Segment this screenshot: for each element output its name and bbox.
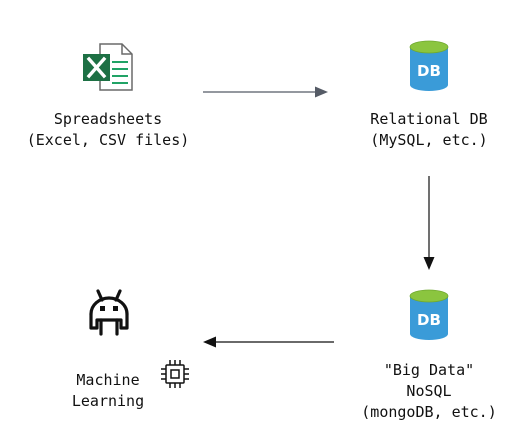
spreadsheets-label-line1: Spreadsheets — [53, 110, 163, 128]
machine-learning-label-line1: Machine — [76, 371, 140, 389]
arrowhead-right — [315, 86, 328, 98]
excel-icon — [83, 43, 133, 91]
spreadsheets-label: Spreadsheets (Excel, CSV files) — [18, 109, 198, 151]
arrowhead-down — [423, 257, 435, 270]
robot-icon — [89, 289, 129, 336]
arrowhead-left — [203, 336, 216, 348]
big-data-label-line3: (mongoDB, etc.) — [361, 403, 497, 421]
spreadsheets-label-line2: (Excel, CSV files) — [26, 131, 190, 149]
database-icon: DB — [409, 289, 449, 340]
database-icon: DB — [409, 40, 449, 91]
big-data-icon-text: DB — [417, 311, 441, 329]
machine-learning-label-line2: Learning — [71, 392, 145, 410]
relational-db-icon-text: DB — [417, 62, 441, 80]
big-data-label: "Big Data" NoSQL (mongoDB, etc.) — [344, 360, 514, 423]
big-data-label-line2: NoSQL — [406, 382, 452, 400]
processor-icon — [161, 360, 189, 388]
relational-db-label: Relational DB (MySQL, etc.) — [349, 109, 509, 151]
machine-learning-label: Machine Learning — [58, 370, 158, 412]
big-data-label-line1: "Big Data" — [383, 361, 475, 379]
relational-db-label-line2: (MySQL, etc.) — [370, 131, 488, 149]
relational-db-label-line1: Relational DB — [370, 110, 488, 128]
